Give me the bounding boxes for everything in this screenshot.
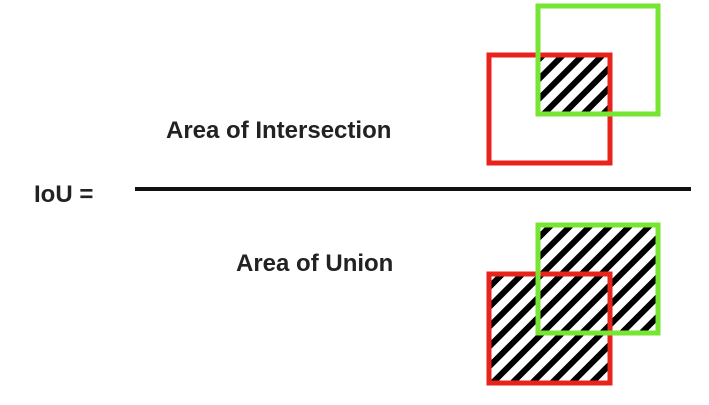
iou-label: IoU = xyxy=(34,181,94,208)
union-hatched-area xyxy=(489,225,658,383)
denominator-label: Area of Union xyxy=(236,250,394,277)
intersection-hatched-area xyxy=(538,55,610,114)
fraction-bar xyxy=(135,187,691,191)
union-box-a xyxy=(486,271,613,386)
intersection-group xyxy=(486,3,661,166)
union-box-b xyxy=(535,222,661,336)
union-group xyxy=(486,222,661,386)
intersection-box-b xyxy=(535,3,661,117)
numerator-label: Area of Intersection xyxy=(166,117,392,144)
intersection-box-a xyxy=(486,52,613,166)
